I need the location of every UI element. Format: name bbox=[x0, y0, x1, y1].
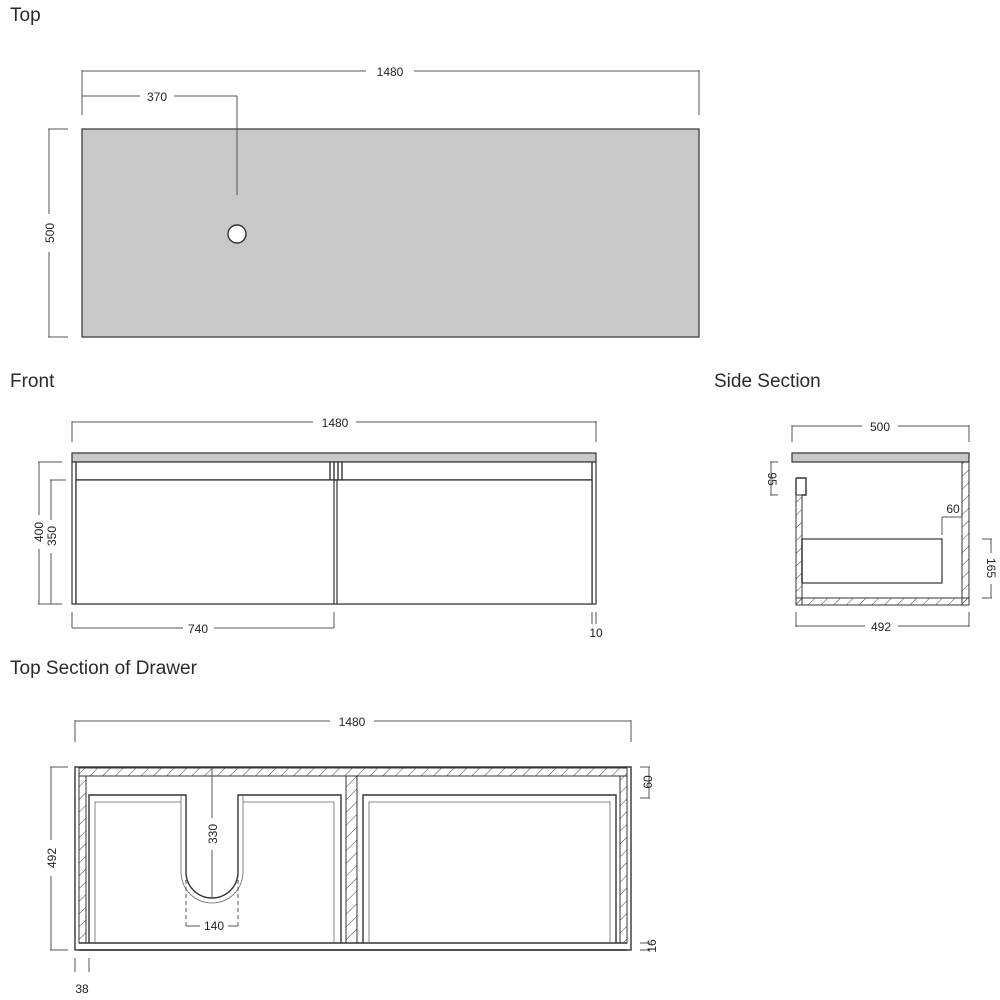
front-width-dimension: 1480 bbox=[322, 416, 349, 430]
hole-offset-dimension: 370 bbox=[147, 90, 167, 104]
side-lip-dimension: 95 bbox=[765, 472, 779, 486]
side-section-title: Side Section bbox=[714, 371, 821, 392]
left-drawer-front bbox=[75, 479, 335, 605]
front-top-slab bbox=[71, 452, 597, 463]
drawer-width-dimension: 1480 bbox=[339, 715, 366, 729]
front-view: 1480 400 350 740 10 bbox=[32, 416, 603, 640]
top-depth-dimension: 500 bbox=[43, 223, 57, 243]
front-view-title: Front bbox=[10, 371, 55, 392]
drawer-height-dimension: 350 bbox=[45, 526, 59, 546]
side-top-slab bbox=[791, 452, 970, 463]
drawer-depth-dimension: 492 bbox=[45, 848, 59, 868]
basin-top-surface bbox=[81, 128, 700, 338]
gap-dimension: 10 bbox=[589, 626, 603, 640]
top-view-title: Top bbox=[10, 5, 41, 26]
side-drawer-height-dimension: 165 bbox=[984, 558, 998, 578]
drawer-section-title: Top Section of Drawer bbox=[10, 658, 197, 679]
cutout-depth-dimension: 330 bbox=[206, 824, 220, 844]
front-height-dimension: 400 bbox=[32, 522, 46, 542]
drawer-front-dimension: 16 bbox=[645, 939, 659, 953]
top-width-dimension: 1480 bbox=[377, 65, 404, 79]
side-drawer-box bbox=[801, 538, 943, 584]
top-view: 1480 370 500 bbox=[43, 65, 700, 338]
side-section-view: 500 492 95 60 165 bbox=[765, 420, 998, 634]
tap-hole bbox=[227, 224, 247, 244]
drawer-back-dimension: 60 bbox=[641, 775, 655, 789]
side-depth-dimension: 500 bbox=[870, 420, 890, 434]
right-drawer-front bbox=[336, 479, 593, 605]
cutout-width-dimension: 140 bbox=[204, 919, 224, 933]
drawer-section-view: 1480 492 330 140 60 16 38 bbox=[45, 715, 659, 996]
side-inner-depth-dimension: 492 bbox=[871, 620, 891, 634]
half-width-dimension: 740 bbox=[188, 622, 208, 636]
drawer-side-dimension: 38 bbox=[75, 982, 89, 996]
side-drawer-back-dimension: 60 bbox=[946, 502, 960, 516]
